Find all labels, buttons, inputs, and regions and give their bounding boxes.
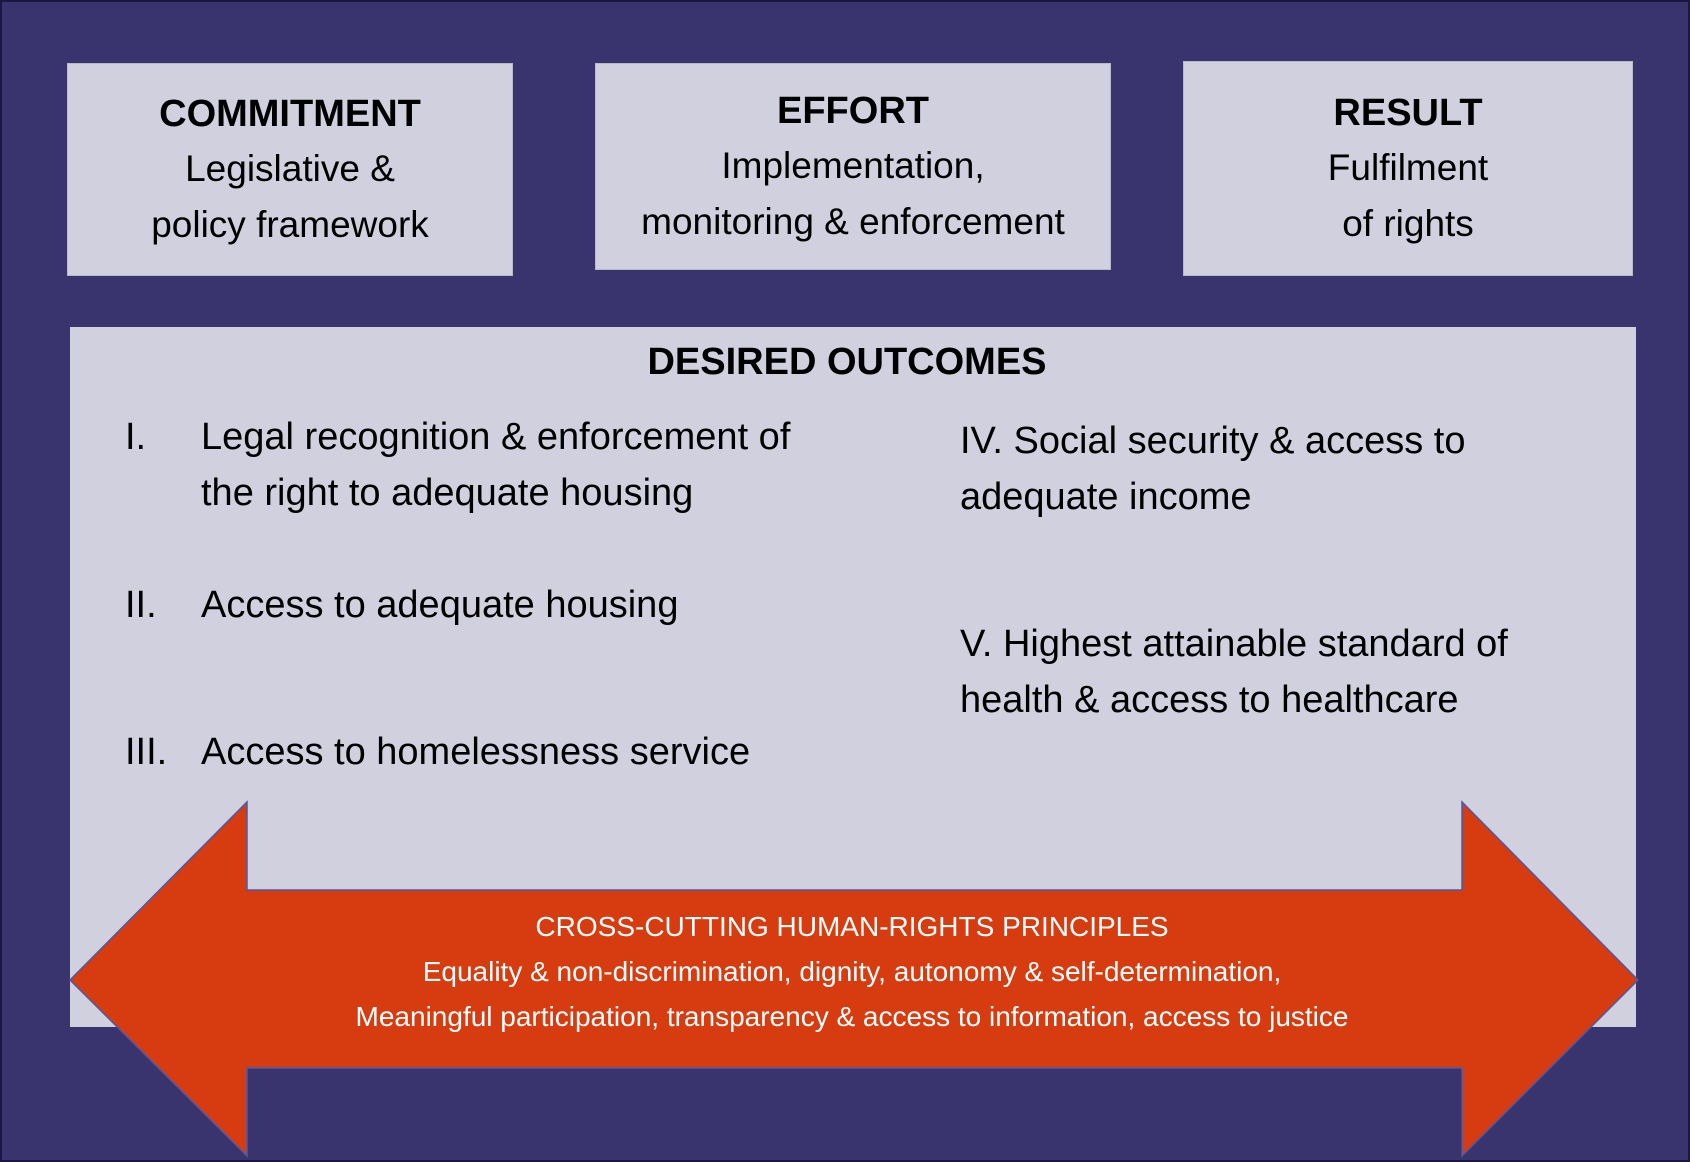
double-headed-arrow-shape — [68, 800, 1640, 1158]
outcome-item-1: I. Legal recognition & enforcement of the… — [125, 409, 885, 529]
result-box: RESULT Fulfilment of rights — [1183, 61, 1633, 276]
principles-title: CROSS-CUTTING HUMAN-RIGHTS PRINCIPLES — [535, 911, 1169, 942]
outcome-item-2: II. Access to adequate housing — [125, 577, 885, 637]
result-line-2: of rights — [1342, 202, 1474, 244]
outcome-text: Access to homelessness service — [201, 731, 751, 773]
outcome-text-line-1: Legal recognition & enforcement of — [201, 416, 791, 458]
desired-outcomes-title: DESIRED OUTCOMES — [647, 341, 1047, 383]
outcome-text: V. Highest attainable standard of health … — [960, 616, 1508, 728]
outcome-text-line-2: adequate income — [960, 476, 1252, 518]
effort-line-2: monitoring & enforcement — [641, 200, 1065, 242]
result-title: RESULT — [1333, 91, 1483, 134]
outcome-number: I. — [125, 416, 147, 458]
effort-line-1: Implementation, — [721, 144, 985, 186]
outcome-text: Legal recognition & enforcement of the ri… — [201, 409, 790, 521]
effort-box: EFFORT Implementation, monitoring & enfo… — [595, 63, 1111, 270]
outcome-text-line-1: V. Highest attainable standard of — [960, 623, 1508, 665]
outcome-text-line-2: the right to adequate housing — [201, 472, 694, 514]
principles-line-1: Equality & non-discrimination, dignity, … — [422, 956, 1282, 987]
outcome-number: III. — [125, 731, 168, 773]
principles-text: CROSS-CUTTING HUMAN-RIGHTS PRINCIPLES Eq… — [192, 904, 1512, 1039]
commitment-line-1: Legislative & — [185, 147, 395, 189]
commitment-line-2: policy framework — [151, 203, 429, 245]
outcome-item-4: IV. Social security & access to adequate … — [960, 413, 1600, 533]
result-line-1: Fulfilment — [1327, 146, 1489, 188]
outcome-item-3: III. Access to homelessness service — [125, 724, 885, 784]
effort-title: EFFORT — [777, 89, 929, 132]
outcome-text: Access to adequate housing — [201, 584, 679, 626]
outcome-text-line-1: IV. Social security & access to — [960, 420, 1466, 462]
outcome-text: IV. Social security & access to adequate … — [960, 413, 1466, 525]
outcome-number: II. — [125, 584, 157, 626]
principles-line-2: Meaningful participation, transparency &… — [355, 1001, 1349, 1032]
commitment-title: COMMITMENT — [159, 92, 421, 135]
commitment-box: COMMITMENT Legislative & policy framewor… — [67, 63, 513, 276]
outcome-item-5: V. Highest attainable standard of health … — [960, 616, 1600, 736]
outcome-text-line-2: health & access to healthcare — [960, 679, 1459, 721]
